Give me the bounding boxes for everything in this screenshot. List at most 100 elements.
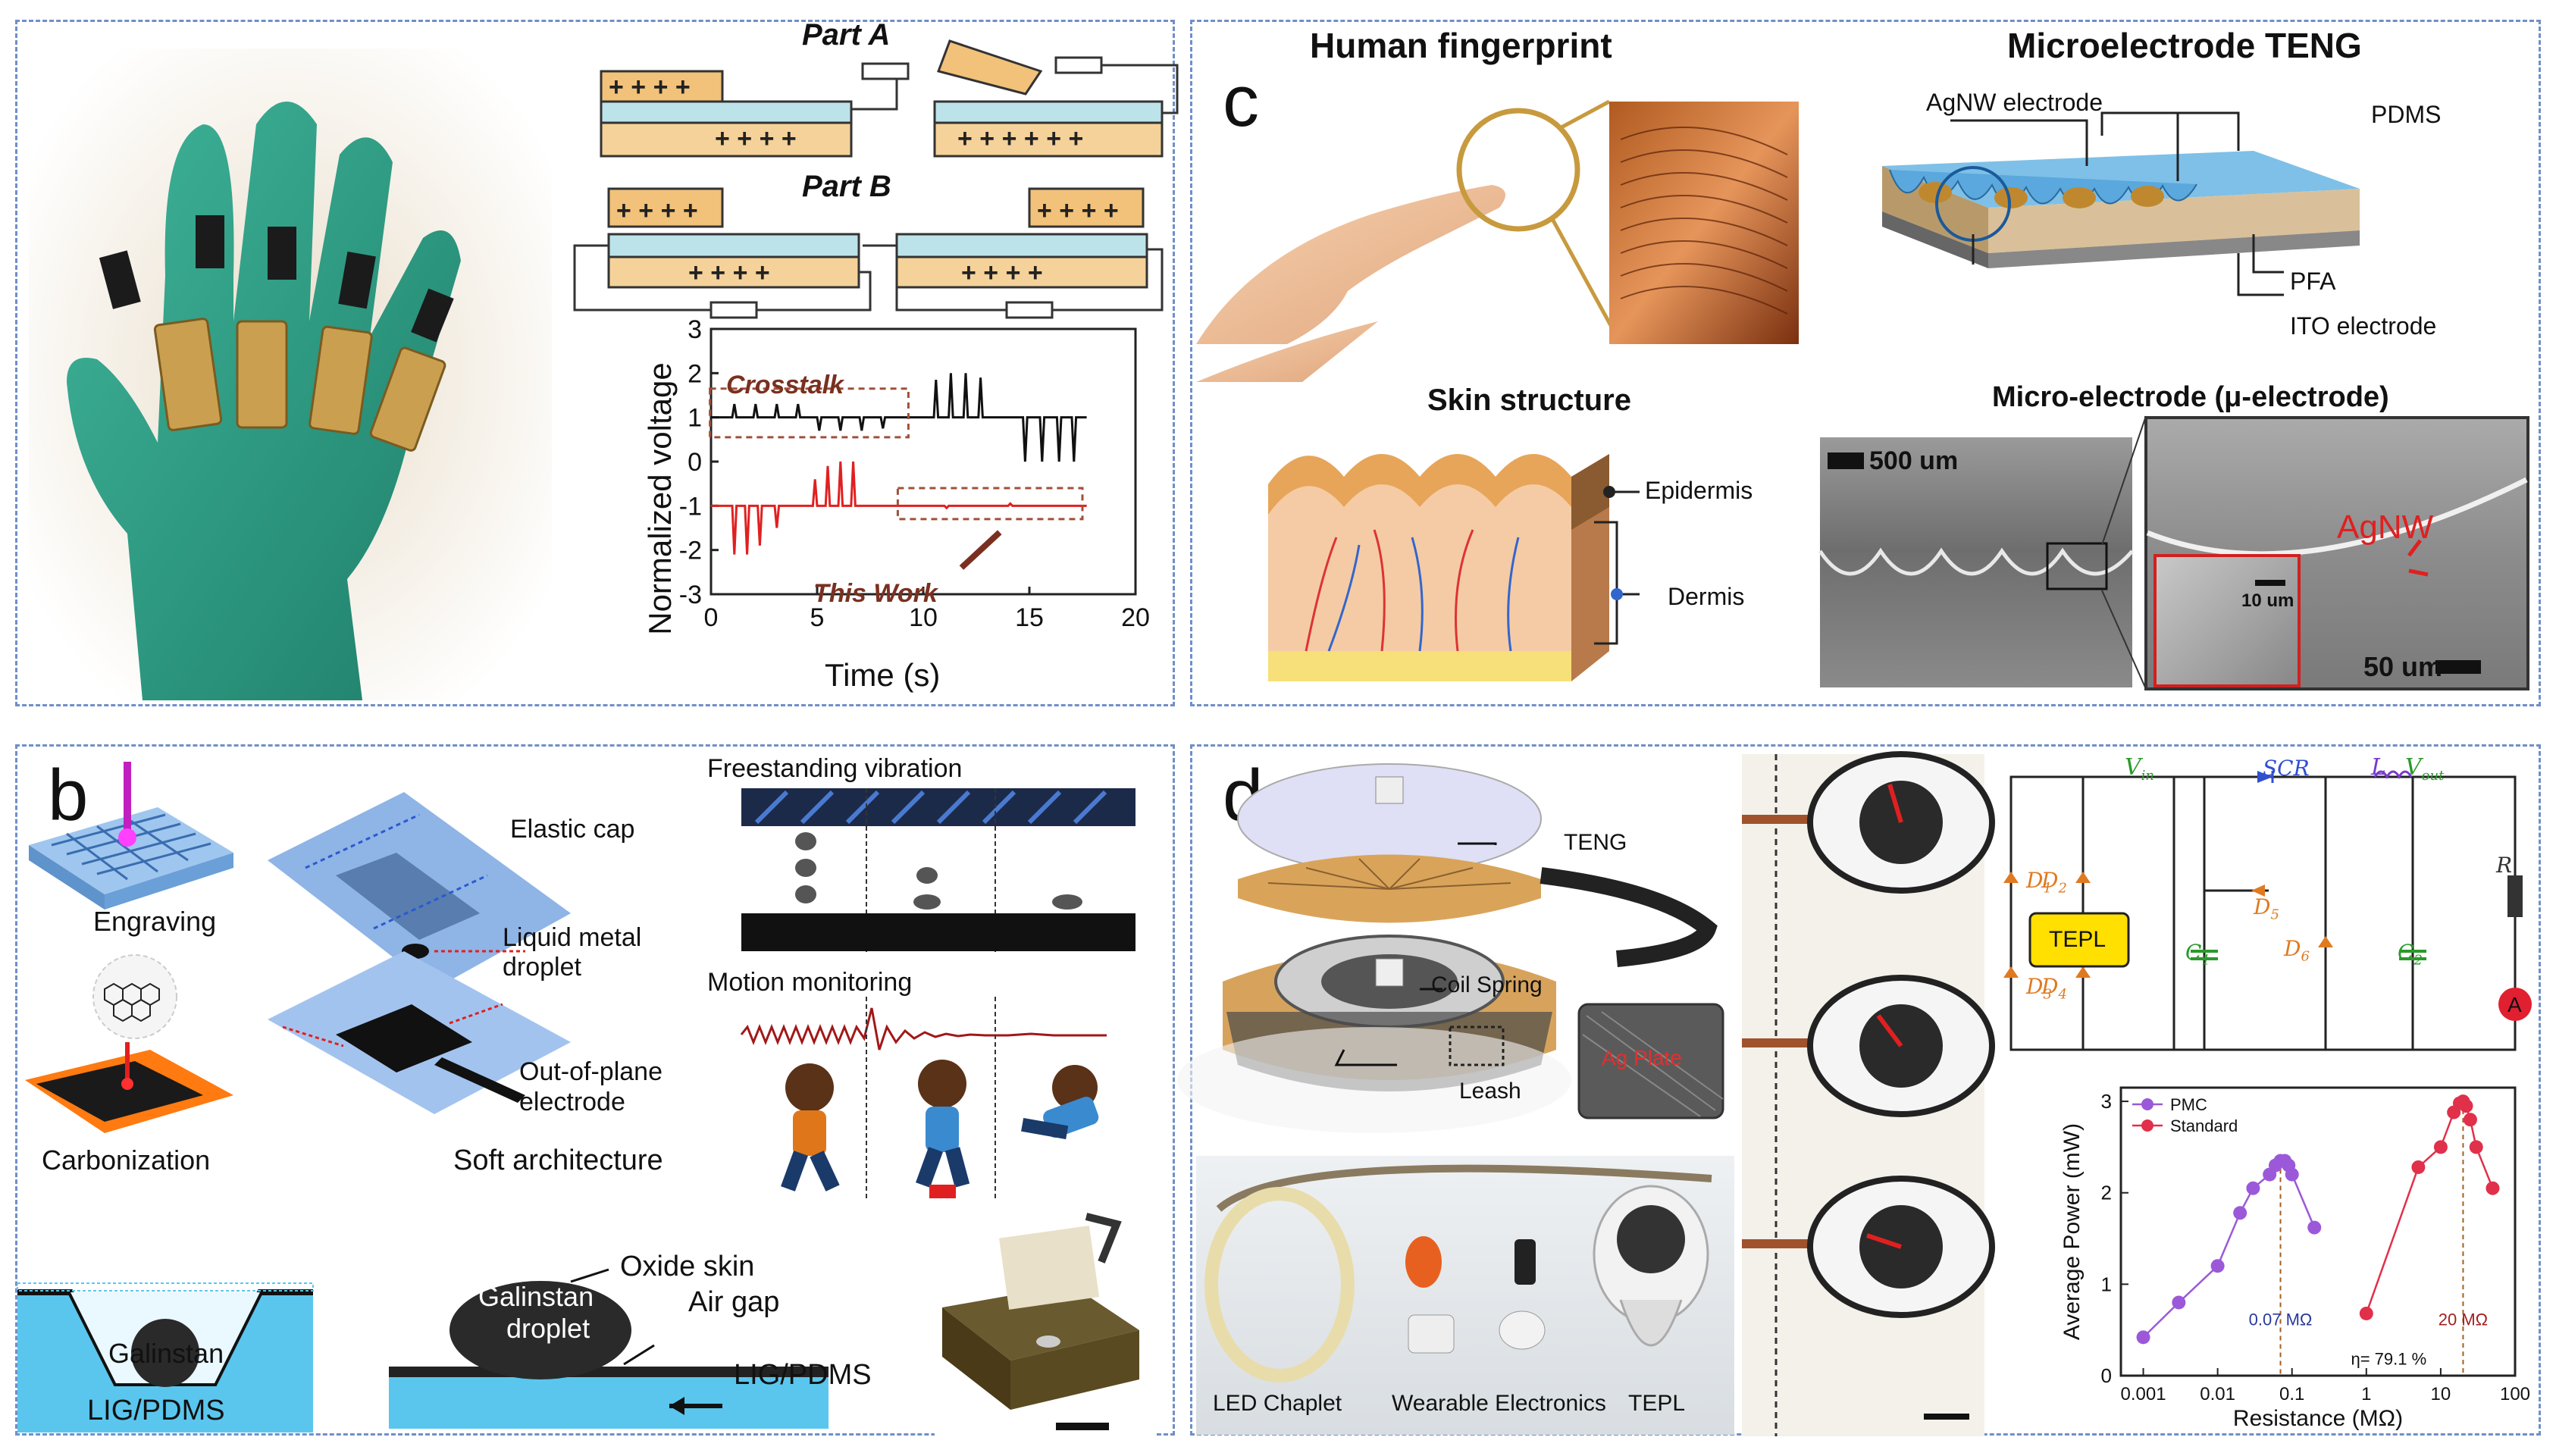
chart-d-xtick-label: 0.01: [2200, 1384, 2235, 1404]
out-of-plane-label: Out-of-plane: [519, 1057, 662, 1086]
coil-spring-label: Coil Spring: [1431, 972, 1543, 997]
series-standard-point: [2459, 1099, 2473, 1113]
dermis-label: Dermis: [1668, 583, 1745, 610]
series-pmc-point: [2307, 1220, 2322, 1235]
pdms-label: PDMS: [2371, 101, 2442, 128]
elastic-cap-label: Elastic cap: [510, 815, 635, 844]
micro-electrode-title: Micro-electrode (μ-electrode): [1992, 381, 2389, 413]
legend-marker: [2141, 1119, 2153, 1132]
annotation-pmc-optimum: 0.07 MΩ: [2249, 1310, 2313, 1329]
sem-image-large: 500 um: [1818, 437, 2134, 687]
panel-b: b Engraving Carbonization: [15, 744, 1175, 1436]
svg-text:+ + + + + +: + + + + + +: [957, 124, 1083, 153]
series-standard-point: [2486, 1181, 2500, 1195]
series-pmc-point: [2285, 1167, 2299, 1182]
svg-text:+ + + +: + + + +: [688, 258, 770, 287]
oxide-skin-label: Oxide skin: [620, 1251, 755, 1282]
chart-d-xtick-label: 10: [2431, 1384, 2451, 1404]
series-standard-point: [2411, 1160, 2426, 1174]
human-fingerprint-title: Human fingerprint: [1310, 26, 1612, 65]
ag-plate-label: Ag Plate: [1602, 1046, 1682, 1069]
annotation-standard-optimum: 20 MΩ: [2439, 1310, 2488, 1329]
carbonization-label: Carbonization: [42, 1144, 211, 1176]
carbonization-diagram: [25, 954, 233, 1133]
chart-a-ytick-label: -1: [679, 492, 702, 521]
agnw-label: AgNW: [2337, 509, 2434, 546]
series-standard-line: [2365, 1100, 2494, 1314]
chart-a-xtick-label: 10: [909, 603, 938, 632]
annotation-crosstalk: Crosstalk: [726, 371, 844, 399]
galinstan-droplet-label-2: droplet: [506, 1313, 590, 1344]
tepl-photo-label: TEPL: [1628, 1391, 1686, 1416]
series-red-trace: [711, 461, 1087, 555]
series-pmc-point: [2246, 1181, 2260, 1195]
circuit-d4: D4: [2041, 974, 2067, 1003]
ito-label: ITO electrode: [2290, 312, 2437, 340]
chart-a-xtick-label: 5: [810, 603, 825, 632]
skin-structure-title: Skin structure: [1427, 384, 1631, 417]
chart-a-xtick-label: 15: [1015, 603, 1044, 632]
legend-label: PMC: [2170, 1095, 2207, 1114]
circuit-d2: D2: [2041, 868, 2067, 897]
micro-teng-title: Microelectrode TENG: [2007, 26, 2362, 65]
series-pmc-point: [2136, 1330, 2150, 1345]
teng-label: TENG: [1564, 830, 1627, 855]
galinstan-droplet-diagram: [389, 1268, 829, 1429]
part-b-label: Part B: [802, 170, 891, 203]
legend-marker: [2141, 1098, 2153, 1110]
svg-text:+ + + +: + + + +: [961, 258, 1043, 287]
chart-d-ytick-label: 2: [2101, 1182, 2112, 1204]
part-b-diagram: + + + ++ + + + + + + ++ + + +: [573, 187, 1164, 319]
chart-d-xtick-label: 1: [2361, 1384, 2371, 1404]
finger-photo: [1196, 99, 1799, 382]
elastic-cap-diagram: [268, 792, 571, 1114]
series-standard-point: [2469, 1140, 2483, 1154]
lig-pdms-right-label: LIG/PDMS: [734, 1359, 872, 1391]
galinstan-label: Galinstan: [108, 1338, 224, 1369]
circuit-c2: C2: [2398, 940, 2423, 969]
soft-architecture-label: Soft architecture: [453, 1144, 663, 1176]
circuit-d6: D6: [2284, 936, 2310, 965]
chart-a-xtick-label: 0: [704, 603, 719, 632]
galinstan-trench-diagram: [17, 1282, 314, 1433]
chart-d-ytick-label: 0: [2101, 1364, 2112, 1387]
leash-sequence-photos: [1742, 751, 1995, 1436]
this-work-box: [896, 487, 1084, 521]
chart-a-ytick-label: -3: [679, 581, 702, 609]
svg-text:+ + + +: + + + +: [609, 73, 691, 102]
led-chaplet-label: LED Chaplet: [1213, 1391, 1342, 1416]
crosstalk-box: [709, 387, 910, 439]
galinstan-droplet-label-1: Galinstan: [478, 1281, 594, 1312]
accessories-photo: LED Chaplet Wearable Electronics TEPL: [1196, 1156, 1734, 1435]
circuit-vout: Vout: [2405, 754, 2445, 784]
leash-label: Leash: [1459, 1079, 1521, 1104]
sem-zoom-lines: [2101, 415, 2147, 690]
chart-d-ytick-label: 3: [2101, 1090, 2112, 1113]
motion-monitoring-diagram: [740, 997, 1107, 1201]
circuit-scr: SCR: [2263, 756, 2310, 781]
chart-a-ytick-label: 1: [688, 404, 702, 433]
scale-500um: 500 um: [1869, 446, 1959, 475]
panel-c: c Human fingerprint Microelectrode TENG: [1190, 20, 2541, 706]
chart-a-frame: [709, 327, 1137, 596]
svg-text:+ + + +: + + + +: [616, 196, 698, 225]
legend-label: Standard: [2170, 1116, 2238, 1135]
panel-a: a Part A: [15, 18, 1179, 706]
circuit-d1: D1: [2026, 868, 2052, 897]
electrode-label: electrode: [519, 1088, 625, 1116]
scale-50um: 50 um: [2363, 651, 2443, 682]
skin-structure-diagram: [1268, 454, 1640, 681]
series-pmc-point: [2172, 1295, 2186, 1310]
circuit-d3: D3: [2026, 974, 2052, 1003]
part-a-diagram: + + + ++ + + + + + + + + +: [600, 39, 1179, 158]
circuit-ammeter: A: [2507, 993, 2522, 1016]
chart-a-xtick-label: 20: [1121, 603, 1150, 632]
chart-d-xtick-label: 100: [2500, 1384, 2530, 1404]
series-standard-point: [2359, 1306, 2373, 1320]
motion-monitoring-label: Motion monitoring: [707, 968, 913, 997]
circuit-r: R: [2496, 853, 2513, 878]
series-pmc-point: [2233, 1206, 2247, 1220]
freestanding-diagram: [741, 788, 1135, 955]
part-a-label: Part A: [802, 18, 891, 52]
